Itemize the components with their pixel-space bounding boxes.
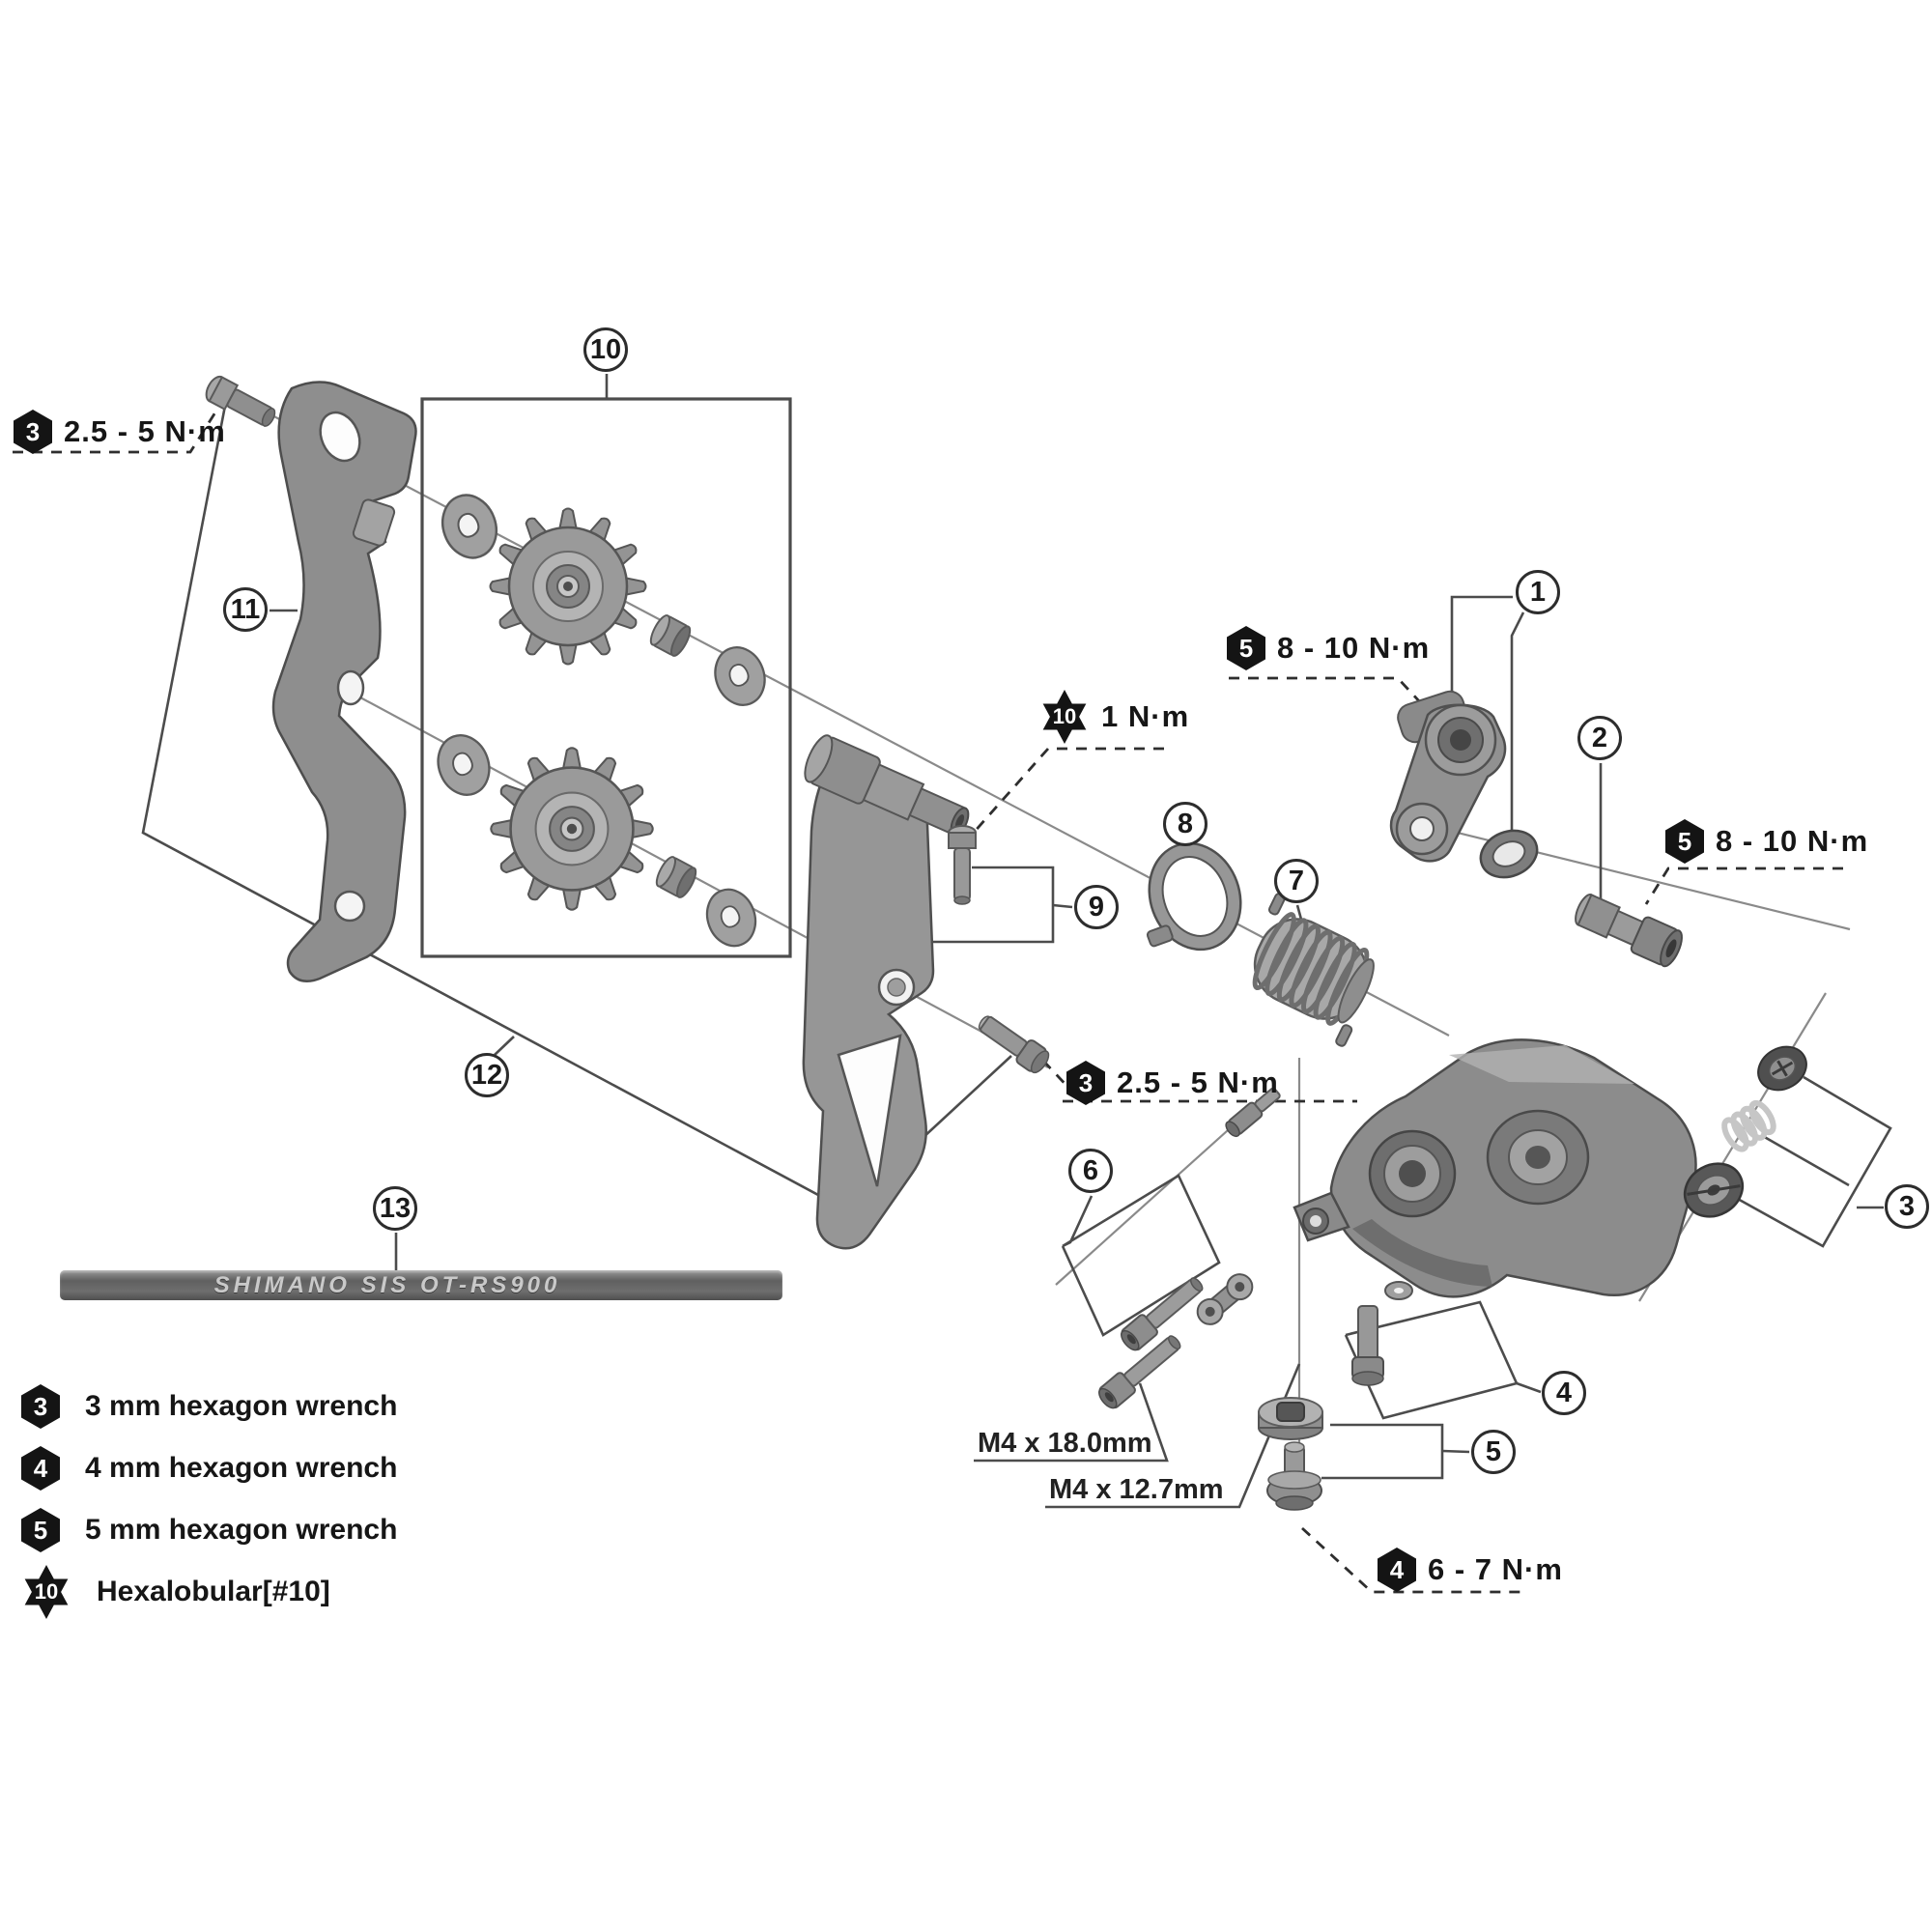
- hexalobular-10-icon: 10: [1042, 690, 1087, 744]
- callout-3: 3: [1885, 1184, 1929, 1229]
- callout-7: 7: [1274, 859, 1319, 903]
- cable-fixing-plate-and-bolt: [1258, 1397, 1323, 1511]
- torque-label-plate-bolt-lower: 3 2.5 - 5 N·m: [1066, 1061, 1279, 1105]
- hex-5-icon: 5: [1227, 626, 1265, 670]
- derailleur-body: [1293, 1038, 1697, 1298]
- legend-row-3mm: 3 3 mm hexagon wrench: [21, 1383, 397, 1430]
- legend-row-hexalobular: 10 Hexalobular[#10]: [21, 1565, 397, 1619]
- legend-row-4mm: 4 4 mm hexagon wrench: [21, 1445, 397, 1492]
- callout-2-number: 2: [1591, 722, 1608, 753]
- callout-5-number: 5: [1485, 1435, 1502, 1467]
- callout-3-number: 3: [1898, 1190, 1916, 1222]
- legend-label: 5 mm hexagon wrench: [85, 1514, 398, 1546]
- bracket-axle-bolt: [1575, 893, 1683, 968]
- hex-3-icon: 3: [1066, 1061, 1105, 1105]
- callout-7-number: 7: [1288, 865, 1305, 896]
- outer-cage-plate: [802, 757, 935, 1250]
- callout-4-number: 4: [1555, 1377, 1573, 1408]
- legend-label: 4 mm hexagon wrench: [85, 1452, 398, 1484]
- torque-value: 2.5 - 5 N·m: [64, 414, 226, 448]
- shift-cable: SHIMANO SIS OT-RS900: [60, 1270, 782, 1300]
- torque-value: 6 - 7 N·m: [1428, 1552, 1563, 1586]
- legend-label: Hexalobular[#10]: [97, 1576, 330, 1607]
- callout-10: 10: [583, 327, 628, 372]
- tool-legend: 3 3 mm hexagon wrench 4 4 mm hexagon wre…: [21, 1383, 397, 1619]
- callout-4: 4: [1542, 1371, 1586, 1415]
- pulley-spacer-upper: [646, 611, 695, 660]
- hex-4-icon: 4: [1378, 1548, 1416, 1592]
- torque-label-plate-bolt-upper: 3 2.5 - 5 N·m: [14, 410, 226, 454]
- callout-13-number: 13: [379, 1192, 412, 1224]
- torque-label-cable-fixing: 4 6 - 7 N·m: [1378, 1548, 1563, 1592]
- callout-9-number: 9: [1088, 891, 1105, 923]
- cable-marking-text: SHIMANO SIS OT-RS900: [213, 1271, 561, 1298]
- dimension-screw-short: M4 x 12.7mm: [1049, 1474, 1224, 1505]
- torque-label-pulley-screw: 10 1 N·m: [1039, 690, 1189, 744]
- callout-9: 9: [1074, 885, 1119, 929]
- pulley-fixing-screw: [948, 825, 977, 905]
- torque-label-bracket-axle-left: 5 8 - 10 N·m: [1227, 626, 1430, 670]
- torque-value: 1 N·m: [1101, 699, 1190, 733]
- callout-8: 8: [1163, 802, 1208, 846]
- outer-plate-bolt-lower: [978, 1015, 1050, 1074]
- pulley-washer-upper-right: [706, 639, 774, 714]
- motor-unit-screws: [1094, 1087, 1281, 1413]
- callout-2: 2: [1577, 716, 1622, 760]
- callout-12-number: 12: [470, 1059, 503, 1091]
- hex-3-icon: 3: [14, 410, 52, 454]
- legend-row-5mm: 5 5 mm hexagon wrench: [21, 1507, 397, 1553]
- dimension-screw-long: M4 x 18.0mm: [978, 1428, 1152, 1459]
- callout-8-number: 8: [1177, 808, 1194, 839]
- torque-value: 8 - 10 N·m: [1716, 824, 1869, 858]
- spring-cover-ring: [1146, 841, 1242, 952]
- pulley-washer-lower-right: [697, 881, 765, 954]
- callout-11-number: 11: [230, 593, 261, 625]
- torque-value: 2.5 - 5 N·m: [1117, 1065, 1279, 1099]
- cable-adjusting-bolt-unit: [1683, 1045, 1807, 1218]
- callout-12: 12: [465, 1053, 509, 1097]
- outer-plate-bolt-upper: [205, 375, 276, 427]
- stopper-pin-bolt: [1351, 1281, 1413, 1386]
- hex-5-icon: 5: [21, 1508, 60, 1552]
- jockey-wheel-lower: [490, 747, 654, 911]
- hex-5-icon: 5: [1665, 819, 1704, 864]
- callout-11: 11: [223, 587, 268, 632]
- callout-13: 13: [373, 1186, 417, 1231]
- callout-10-number: 10: [589, 333, 622, 365]
- callout-6: 6: [1068, 1149, 1113, 1193]
- pulley-spacer-lower: [652, 853, 700, 901]
- pulley-washer-upper-left: [433, 486, 506, 567]
- cage-axle-boss: [804, 734, 970, 837]
- tension-spring: [1252, 893, 1375, 1047]
- inner-cage-plate: [271, 381, 417, 983]
- hex-3-icon: 3: [21, 1384, 60, 1429]
- bracket-axle-unit: [1389, 690, 1507, 863]
- torque-label-bracket-axle-right: 5 8 - 10 N·m: [1665, 819, 1868, 864]
- hexalobular-10-icon: 10: [24, 1565, 69, 1619]
- jockey-wheel-upper: [489, 507, 647, 666]
- bracket-washer: [1479, 829, 1539, 879]
- legend-label: 3 mm hexagon wrench: [85, 1390, 398, 1422]
- callout-6-number: 6: [1082, 1154, 1099, 1186]
- callout-1: 1: [1516, 570, 1560, 614]
- callout-5: 5: [1471, 1430, 1516, 1474]
- torque-value: 8 - 10 N·m: [1277, 631, 1431, 665]
- callout-1-number: 1: [1529, 576, 1547, 608]
- hex-4-icon: 4: [21, 1446, 60, 1491]
- torque-leader-lines: [13, 407, 1843, 1594]
